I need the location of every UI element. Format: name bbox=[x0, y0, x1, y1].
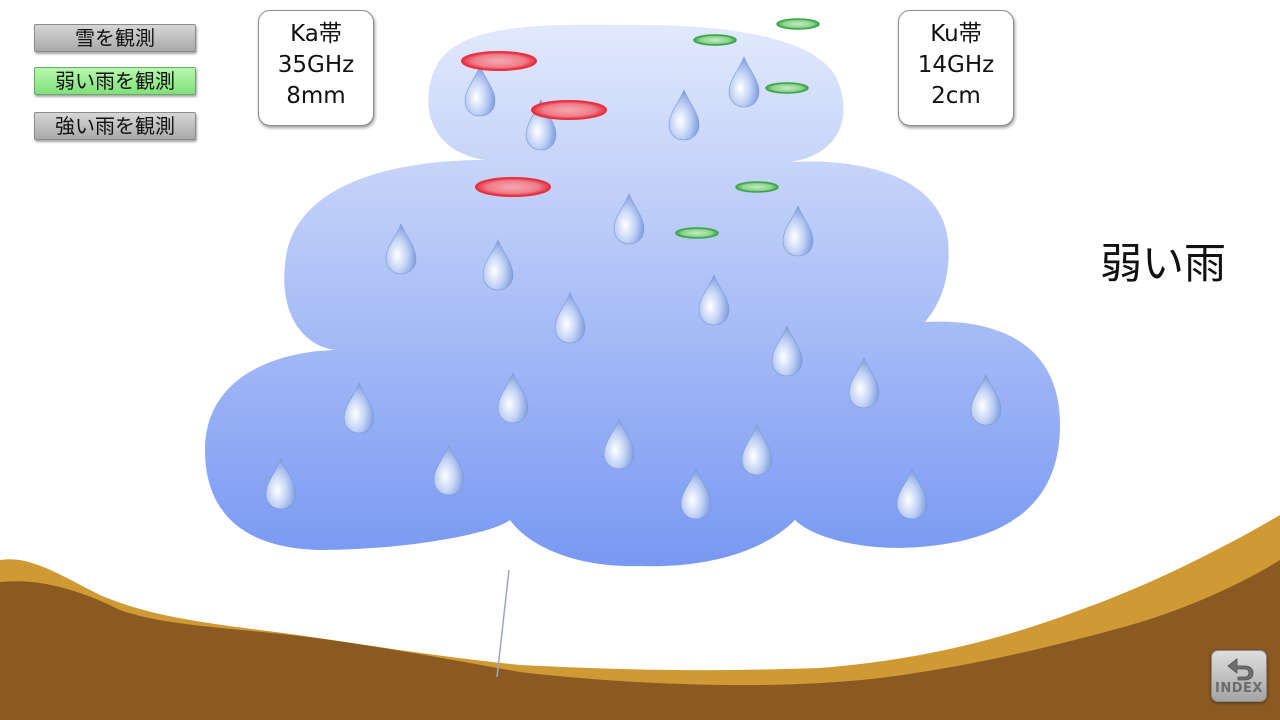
ku-echo-marker bbox=[765, 82, 809, 94]
ka-echo-marker bbox=[475, 177, 551, 197]
ku-echo-marker bbox=[735, 181, 779, 193]
ku-band-echoes bbox=[675, 18, 820, 239]
ka-echo-marker bbox=[461, 51, 537, 71]
condition-label: 弱い雨 bbox=[1100, 239, 1227, 288]
rain-cloud bbox=[205, 24, 1060, 567]
ka-band-echoes bbox=[461, 51, 607, 197]
ku-band-wavelength: 2cm bbox=[931, 83, 981, 109]
ku-band-info-box: Ku帯 14GHz 2cm bbox=[898, 10, 1014, 126]
ku-echo-marker bbox=[776, 18, 820, 30]
ka-band-name: Ka帯 bbox=[290, 21, 342, 47]
observe-snow-button[interactable]: 雪を観測 bbox=[34, 24, 196, 52]
ka-echo-marker bbox=[531, 100, 607, 120]
ka-band-info-box: Ka帯 35GHz 8mm bbox=[258, 10, 374, 126]
ka-band-wavelength: 8mm bbox=[286, 83, 346, 109]
observe-heavy-rain-button[interactable]: 強い雨を観測 bbox=[34, 112, 196, 140]
index-label: INDEX bbox=[1215, 681, 1263, 696]
index-button[interactable]: INDEX bbox=[1211, 650, 1267, 702]
ku-band-name: Ku帯 bbox=[930, 21, 982, 47]
return-arrow-icon bbox=[1227, 658, 1254, 681]
ku-band-frequency: 14GHz bbox=[917, 52, 995, 78]
ka-band-frequency: 35GHz bbox=[277, 52, 355, 78]
radar-beam-line bbox=[496, 569, 510, 678]
ku-echo-marker bbox=[675, 227, 719, 239]
observe-light-rain-button[interactable]: 弱い雨を観測 bbox=[34, 67, 196, 95]
ground-front bbox=[0, 560, 1280, 720]
ku-echo-marker bbox=[693, 34, 737, 46]
